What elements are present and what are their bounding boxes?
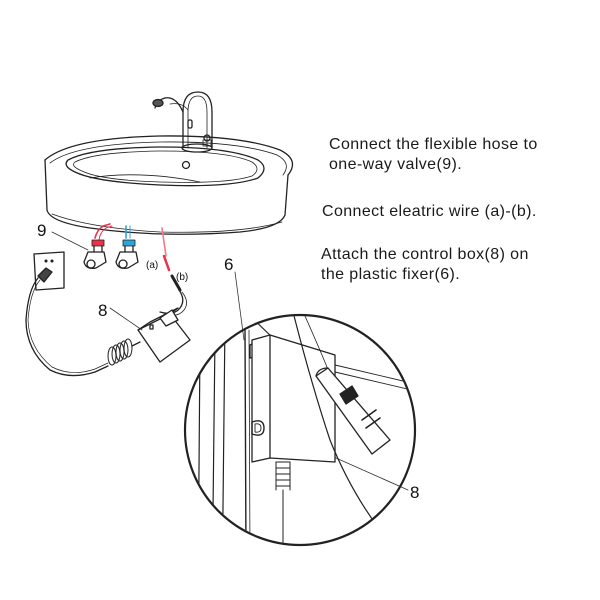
instruction-1: Connect the flexible hose to one-way val… (329, 135, 538, 175)
control-box (107, 307, 191, 366)
callout-wire-b: (b) (176, 272, 188, 283)
callout-6: 6 (224, 255, 233, 274)
callout-9: 9 (37, 221, 46, 240)
one-way-valve-cold (115, 239, 139, 270)
sensor-faucet (152, 91, 213, 153)
instruction-2: Connect eleatric wire (a)-(b). (322, 202, 537, 222)
callout-wire-a: (a) (146, 260, 158, 271)
wall-outlet (25, 251, 109, 377)
wash-basin (44, 135, 294, 235)
callout-8: 8 (98, 301, 107, 320)
one-way-valve-hot (83, 239, 107, 270)
instruction-2-line1: Connect eleatric wire (a)-(b). (322, 203, 537, 220)
instruction-3-line2: the plastic fixer(6). (321, 266, 461, 283)
instruction-1-line2: one-way valve(9). (329, 156, 463, 173)
instruction-3-line1: Attach the control box(8) on (321, 246, 529, 263)
instruction-1-line1: Connect the flexible hose to (329, 136, 538, 153)
instruction-3: Attach the control box(8) on the plastic… (321, 245, 529, 285)
detail-zoom-circle (183, 313, 417, 547)
flexible-hoses (94, 223, 171, 272)
callout-8-detail: 8 (410, 483, 419, 502)
sensor-connector (315, 367, 391, 455)
